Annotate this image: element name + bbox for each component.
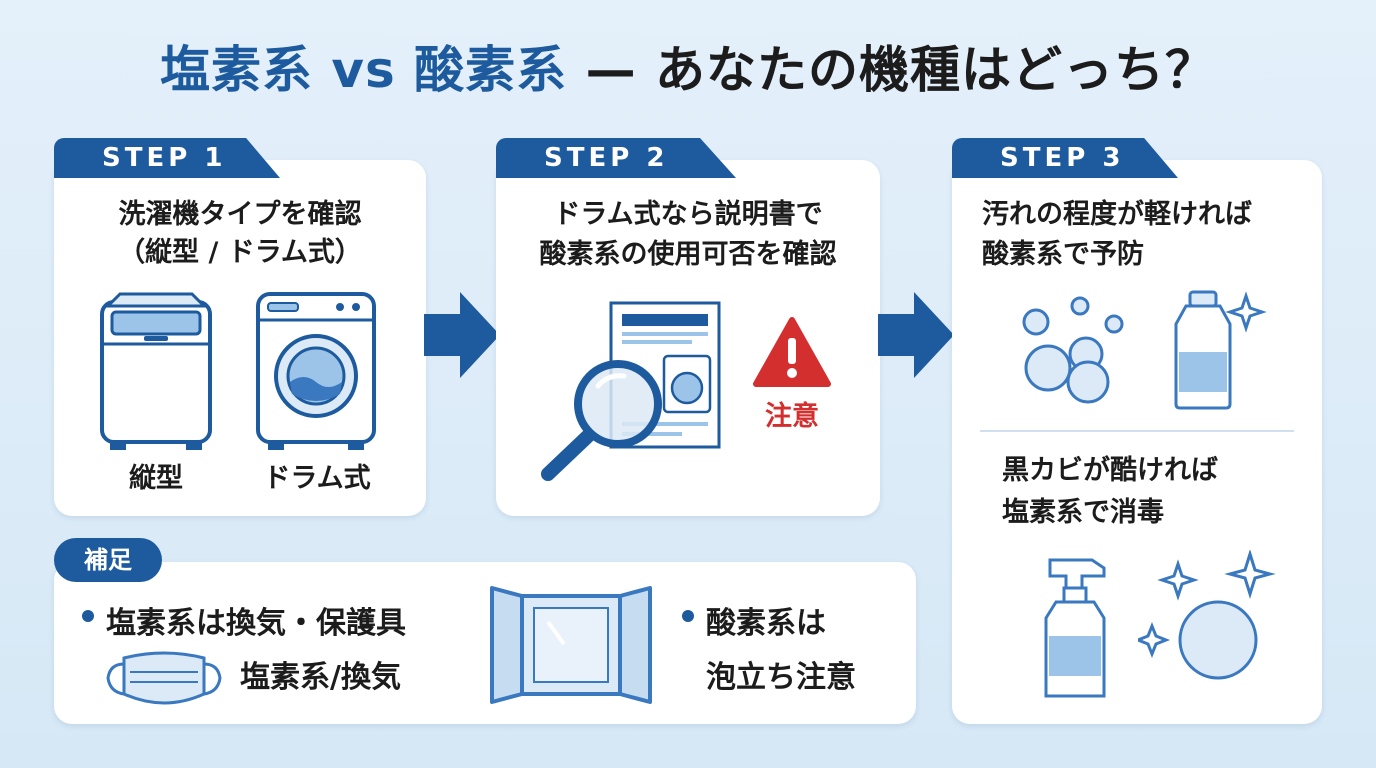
supplement-tab: 補足 xyxy=(54,538,162,582)
step3-upper-line1: 汚れの程度が軽ければ xyxy=(982,199,1252,230)
magnifier-icon xyxy=(541,360,662,481)
supplement-bullet2-line1: 酸素系は xyxy=(706,606,826,641)
sparkle-clean-icon xyxy=(1138,550,1276,680)
warning-label: 注意 xyxy=(765,401,819,432)
divider xyxy=(980,430,1294,432)
step2-line2: 酸素系の使用可否を確認 xyxy=(539,239,837,270)
supplement-bullet2-line2: 泡立ち注意 xyxy=(706,660,856,695)
step1-card: 洗濯機タイプを確認 （縦型 / ドラム式） 縦型 ドラム式 xyxy=(54,160,426,516)
step1-line1: 洗濯機タイプを確認 xyxy=(118,199,362,230)
top-loader-label: 縦型 xyxy=(129,463,183,494)
page-title: 塩素系 vs 酸素系 — あなたの機種はどっち？ xyxy=(159,41,1217,99)
oxygen-bleach-bottle-icon xyxy=(1174,290,1267,410)
mask-caption: 塩素系/換気 xyxy=(240,660,401,695)
arrow-right-icon xyxy=(878,292,954,378)
open-window-icon xyxy=(490,586,652,704)
supplement-card: 塩素系は換気・保護具 塩素系/換気 酸素系は 泡立ち注意 xyxy=(54,562,916,724)
warning-icon xyxy=(753,317,831,387)
step3-upper-line2: 酸素系で予防 xyxy=(982,239,1144,270)
top-loader-washer-icon xyxy=(100,292,212,450)
bullet-dot xyxy=(82,610,94,622)
bubbles-icon xyxy=(1022,296,1124,404)
step3-card: 汚れの程度が軽ければ 酸素系で予防 黒カビが酷ければ 塩素系で消毒 xyxy=(952,160,1322,724)
arrow-right-icon xyxy=(424,292,500,378)
step2-card: ドラム式なら説明書で 酸素系の使用可否を確認 注意 xyxy=(496,160,880,516)
step3-tab: STEP 3 xyxy=(952,138,1178,178)
step2-line1: ドラム式なら説明書で xyxy=(553,199,823,230)
step3-lower-line2: 塩素系で消毒 xyxy=(1002,497,1164,528)
step2-tab: STEP 2 xyxy=(496,138,736,178)
drum-washer-icon xyxy=(256,292,376,450)
step1-tab: STEP 1 xyxy=(54,138,280,178)
chlorine-spray-bottle-icon xyxy=(1044,558,1106,698)
step3-lower-line1: 黒カビが酷ければ xyxy=(1002,455,1218,486)
drum-label: ドラム式 xyxy=(263,463,371,494)
step1-line2: （縦型 / ドラム式） xyxy=(118,237,362,268)
mask-icon xyxy=(106,651,222,705)
bullet-dot xyxy=(682,610,694,622)
supplement-bullet1: 塩素系は換気・保護具 xyxy=(106,606,406,641)
